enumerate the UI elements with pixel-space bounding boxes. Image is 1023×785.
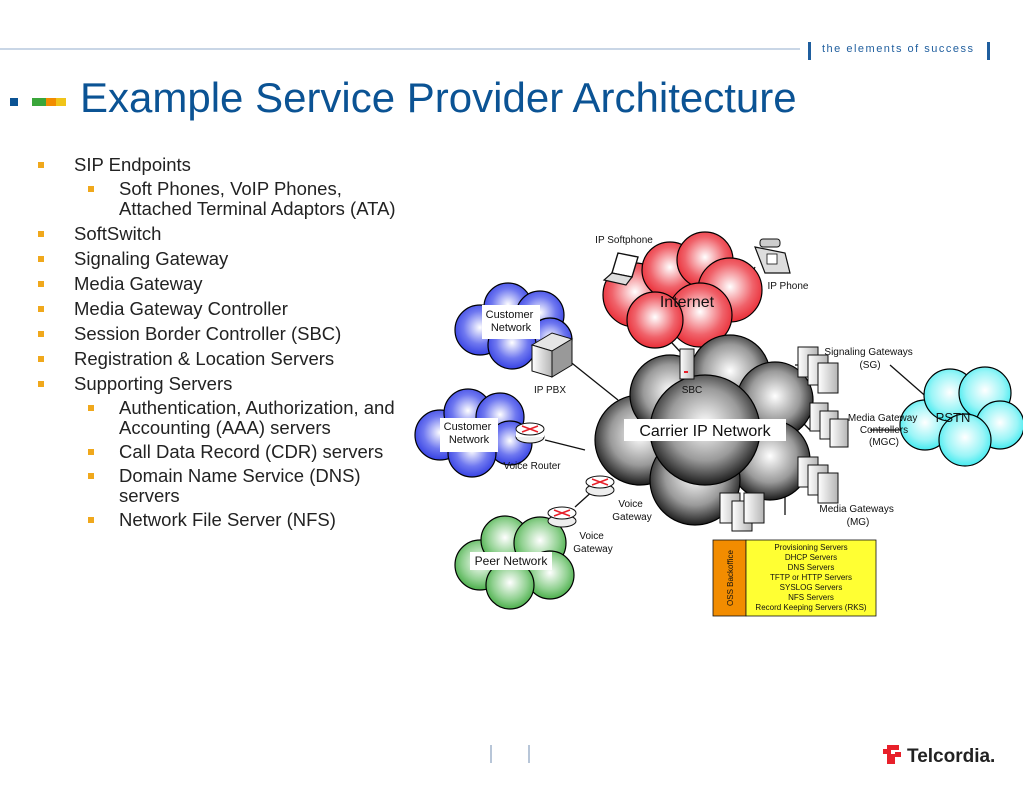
laptop-icon [602, 252, 639, 286]
bullet-aaa: Authentication, Authorization, and Accou… [38, 398, 413, 438]
architecture-diagram: Internet Carrier IP Network Customer Net… [414, 231, 1023, 617]
bullet-registration: Registration & Location Servers [38, 349, 413, 369]
telcordia-logo: Telcordia. [883, 743, 998, 772]
phone-icon [754, 238, 791, 274]
signaling-gateways-icon [797, 346, 839, 394]
voice-router-icon [515, 422, 545, 444]
customer-network-1-label: Customer Network [486, 309, 537, 334]
customer-network-1: Customer Network [454, 282, 573, 370]
bullet-media-gateway-controller: Media Gateway Controller [38, 299, 413, 319]
bullet-supporting-servers: Supporting Servers [38, 374, 413, 394]
page-title: Example Service Provider Architecture [80, 74, 797, 121]
bullet-signaling-gateway: Signaling Gateway [38, 249, 413, 269]
customer-network-2-label: Customer Network [444, 421, 495, 446]
carrier-cloud: Carrier IP Network [594, 334, 814, 526]
ip-phone-label: IP Phone [768, 281, 809, 292]
voice-gateway-1-icon [585, 475, 615, 497]
sbc-icon [679, 348, 695, 380]
bullet-softswitch: SoftSwitch [38, 224, 413, 244]
peer-network-cloud: Peer Network [454, 515, 575, 610]
mgc-icon [809, 402, 849, 448]
oss-backoffice-label: OSS Backoffice [726, 550, 735, 606]
voice-router-label: Voice Router [503, 461, 561, 472]
oss-item: NFS Servers [788, 593, 834, 602]
bullet-soft-phones: Soft Phones, VoIP Phones, Attached Termi… [38, 179, 413, 219]
carrier-label: Carrier IP Network [639, 423, 771, 440]
header-rule [0, 48, 800, 50]
footer-divider-left [490, 745, 492, 763]
voice-gateway-2-icon [547, 506, 577, 528]
peer-network-label: Peer Network [475, 554, 549, 568]
internet-label: Internet [660, 294, 715, 311]
oss-item: DHCP Servers [785, 553, 837, 562]
bullet-cdr: Call Data Record (CDR) servers [38, 442, 413, 462]
oss-servers-icon [719, 492, 765, 532]
ip-pbx-icon [530, 332, 574, 378]
bullet-dns: Domain Name Service (DNS) servers [38, 466, 413, 506]
media-gateways-label: Media Gateways (MG) [819, 504, 896, 528]
telcordia-mark-icon [883, 745, 901, 764]
oss-item: Provisioning Servers [774, 543, 847, 552]
pstn-cloud: PSTN [899, 366, 1023, 467]
footer-divider-right [528, 745, 530, 763]
oss-item: DNS Servers [788, 563, 835, 572]
ip-softphone-label: IP Softphone [595, 235, 653, 246]
tagline: the elements of success [822, 43, 975, 55]
internet-cloud: Internet [602, 231, 763, 349]
pstn-label: PSTN [936, 410, 971, 425]
title-accent [10, 97, 70, 107]
oss-item: Record Keeping Servers (RKS) [755, 603, 866, 612]
oss-item: TFTP or HTTP Servers [770, 573, 852, 582]
oss-item: SYSLOG Servers [780, 583, 843, 592]
media-gateways-icon [797, 456, 839, 504]
logo-text: Telcordia. [907, 746, 995, 767]
bullet-media-gateway: Media Gateway [38, 274, 413, 294]
carrier-label-bg [624, 419, 786, 441]
tagline-bar-left [808, 42, 811, 60]
bullet-list: SIP Endpoints Soft Phones, VoIP Phones, … [38, 150, 413, 530]
tagline-bar-right [987, 42, 990, 60]
signaling-gateways-label: Signaling Gateways (SG) [824, 347, 915, 371]
voice-gateway-1-label: Voice Gateway [612, 499, 651, 523]
ip-pbx-label: IP PBX [534, 385, 566, 396]
voice-gateway-2-label: Voice Gateway [573, 531, 612, 555]
mgc-label: Media Gateway Controllers(MGC) [848, 413, 920, 448]
bullet-sip-endpoints: SIP Endpoints [38, 155, 413, 175]
bullet-sbc: Session Border Controller (SBC) [38, 324, 413, 344]
bullet-nfs: Network File Server (NFS) [38, 510, 413, 530]
oss-box: OSS Backoffice Provisioning Servers DHCP… [712, 539, 877, 617]
sbc-label: SBC [682, 385, 703, 396]
